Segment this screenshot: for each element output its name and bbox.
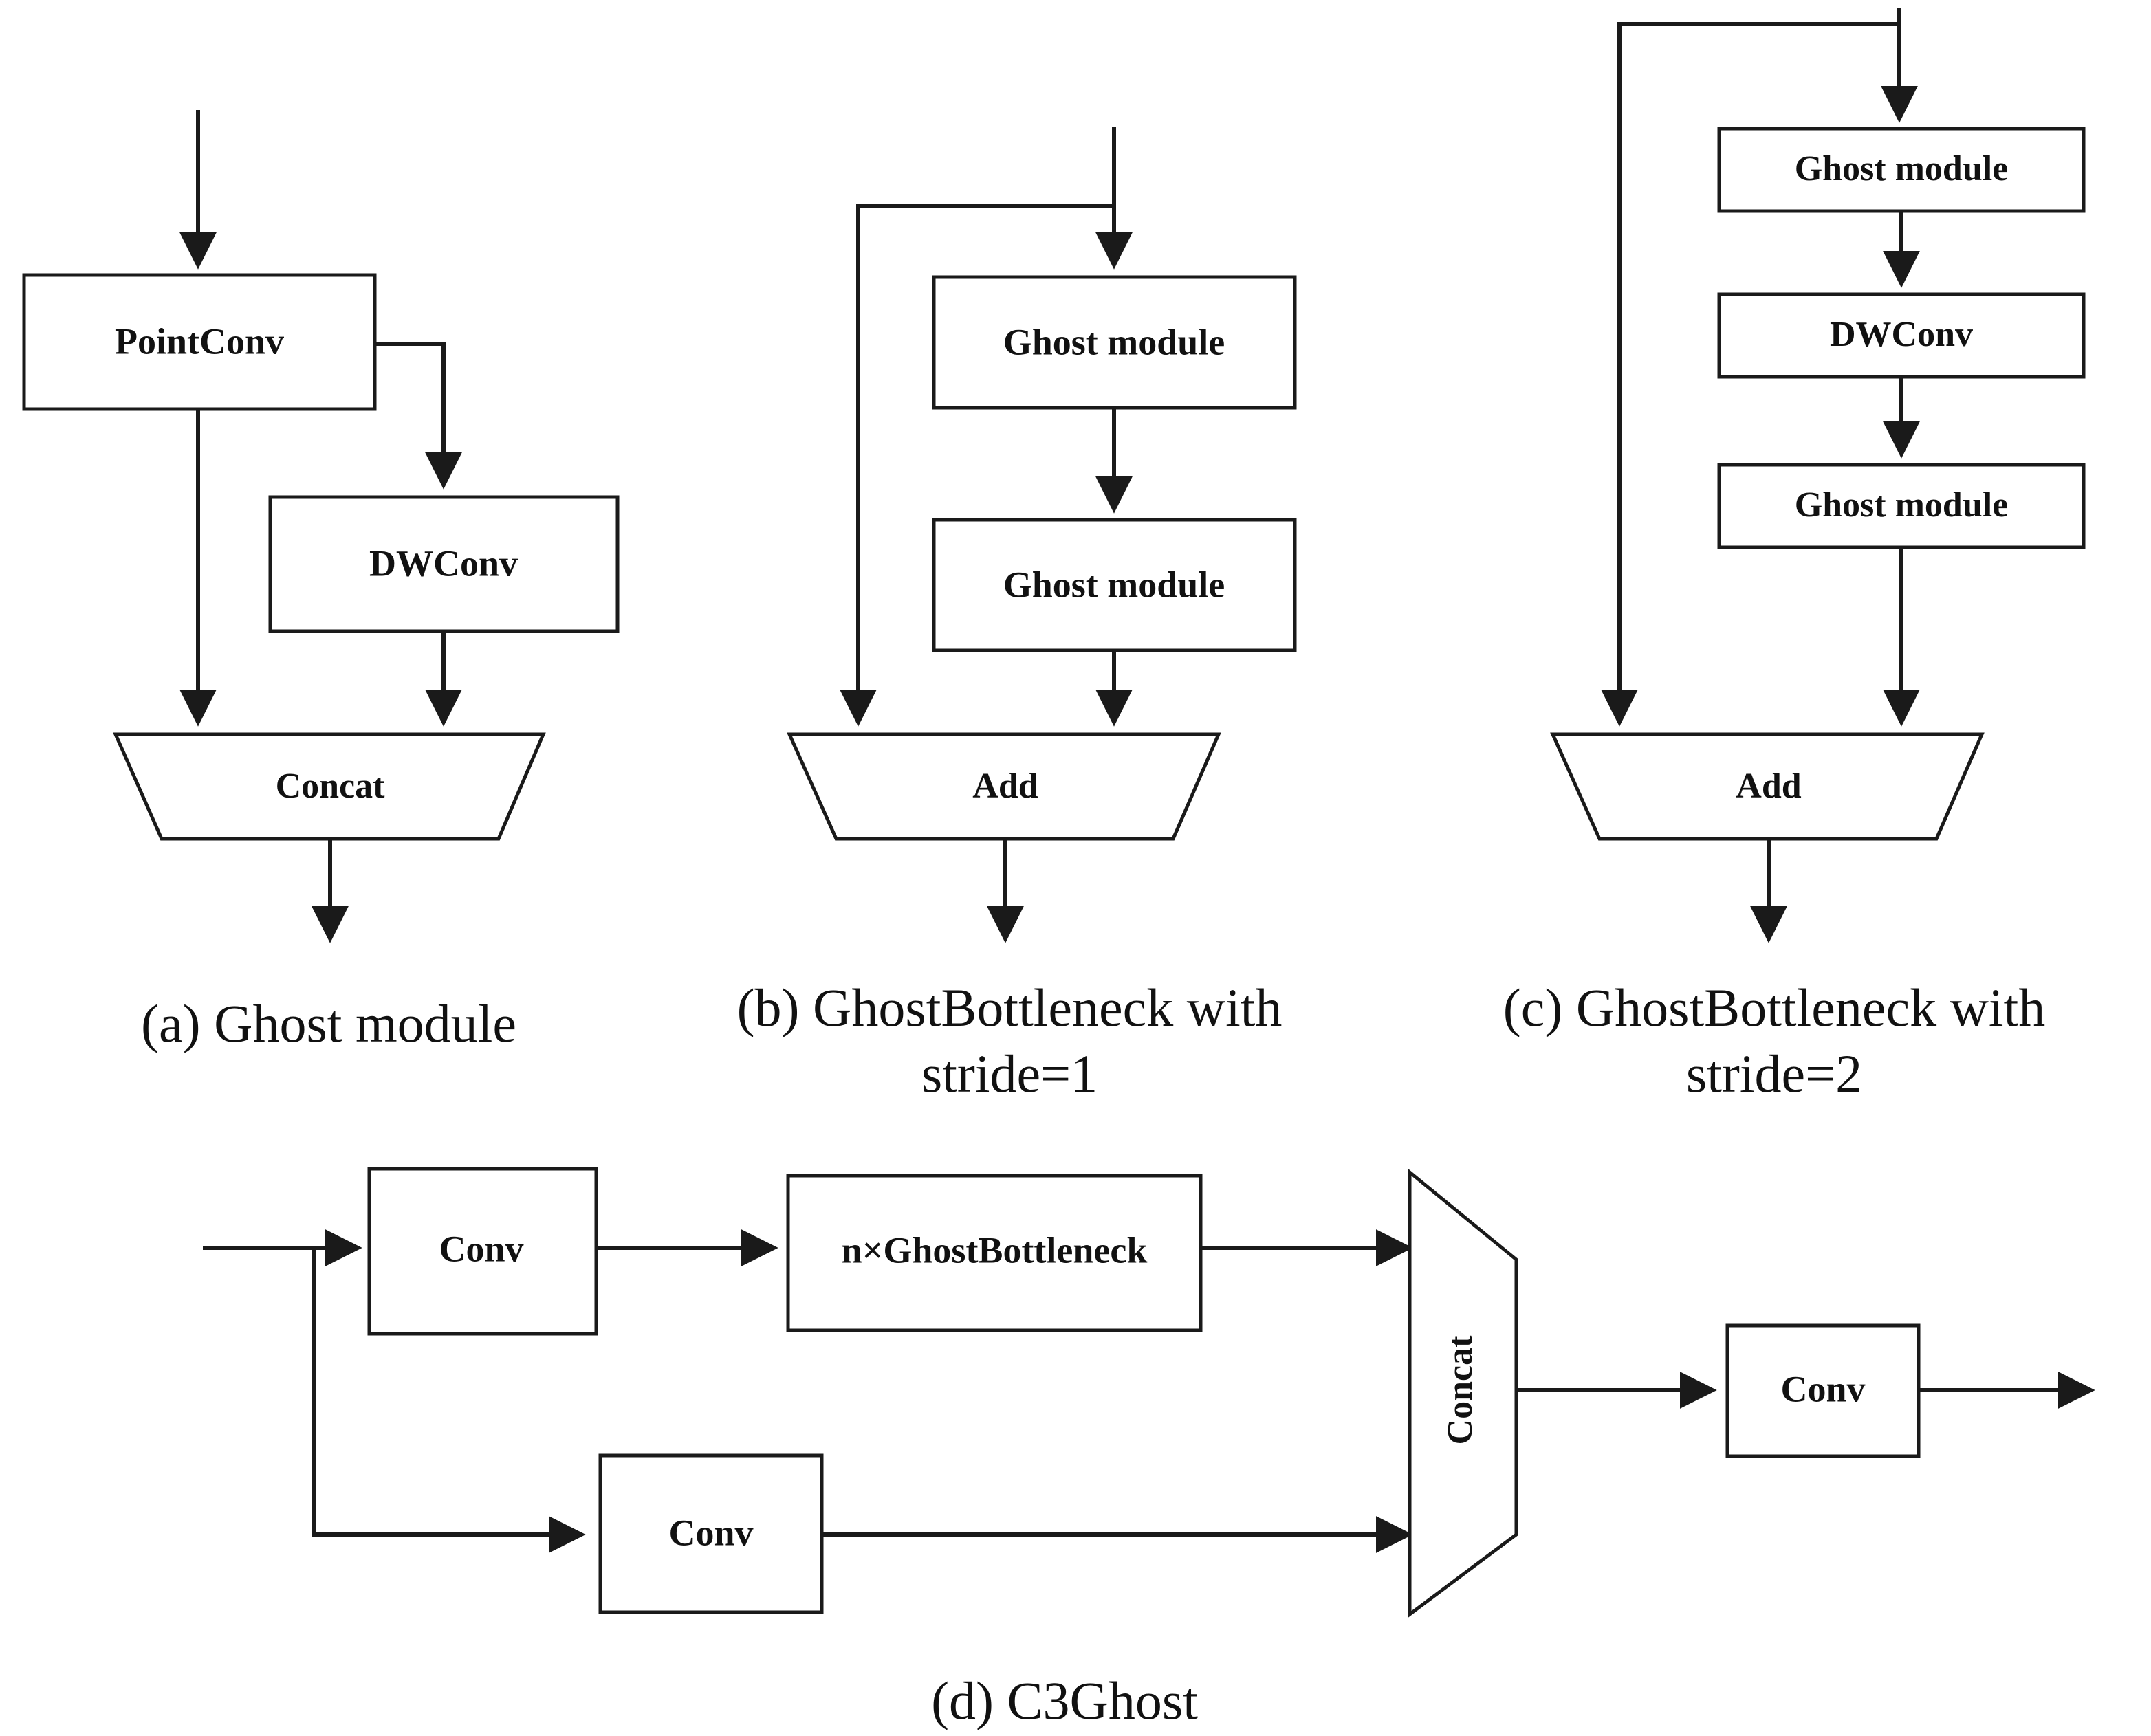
node-ghost-bottleneck-stack-label: n×GhostBottleneck — [842, 1229, 1148, 1271]
node-ghost-module-1-label: Ghost module — [1003, 321, 1225, 362]
node-concat-d-label: Concat — [1441, 1335, 1480, 1445]
node-concat-d[interactable] — [1408, 1168, 1518, 1618]
node-conv-bottom-label: Conv — [668, 1512, 753, 1553]
node-pointconv-label: PointConv — [115, 320, 284, 362]
node-ghost-module-1-c-label: Ghost module — [1795, 149, 2009, 188]
node-add-b[interactable] — [787, 732, 1221, 841]
node-add-c-label: Add — [1736, 767, 1801, 806]
node-conv-top-label: Conv — [439, 1228, 523, 1269]
node-conv-out[interactable] — [1725, 1323, 1921, 1458]
node-add-c[interactable] — [1550, 732, 1985, 841]
node-dwconv-c[interactable] — [1717, 292, 2086, 379]
caption-panel-c-line2: stride=2 — [1686, 1044, 1862, 1103]
node-ghost-module-2-label: Ghost module — [1003, 564, 1225, 605]
arrow-pointconv-to-dwconv — [375, 342, 462, 490]
node-concat-label: Concat — [276, 767, 386, 806]
caption-panel-a: (a) Ghost module — [141, 993, 516, 1053]
split-branch-to-conv-bottom — [312, 1248, 586, 1553]
caption-panel-b-line2: stride=1 — [921, 1044, 1098, 1103]
node-add-b-label: Add — [972, 767, 1038, 806]
node-dwconv-c-label: DWConv — [1830, 315, 1973, 354]
node-ghost-module-2-c[interactable] — [1717, 463, 2086, 549]
caption-panel-c-line1: (c) GhostBottleneck with — [1503, 978, 2046, 1037]
node-ghost-module-2[interactable] — [932, 518, 1297, 652]
caption-panel-d: (d) C3Ghost — [931, 1671, 1198, 1730]
panel-b: Ghost module Ghost module Add (b) GhostB… — [737, 127, 1297, 1103]
node-conv-top[interactable] — [367, 1167, 598, 1336]
node-dwconv[interactable] — [268, 495, 620, 633]
panel-a: PointConv DWConv Concat (a) Ghost module — [22, 110, 620, 1053]
node-conv-bottom[interactable] — [598, 1453, 824, 1614]
panel-d: Conv n×GhostBottleneck Conv Concat Conv — [203, 1167, 2095, 1730]
panel-c: Ghost module DWConv Ghost module Add (c)… — [1503, 8, 2086, 1103]
node-ghost-bottleneck-stack[interactable] — [786, 1174, 1203, 1332]
residual-connection-c — [1601, 22, 1899, 727]
node-concat[interactable] — [113, 732, 546, 841]
node-ghost-module-2-c-label: Ghost module — [1795, 485, 2009, 525]
node-dwconv-label: DWConv — [369, 542, 518, 584]
node-conv-out-label: Conv — [1780, 1368, 1865, 1409]
caption-panel-b-line1: (b) GhostBottleneck with — [737, 978, 1282, 1037]
residual-connection-b — [840, 204, 1114, 727]
